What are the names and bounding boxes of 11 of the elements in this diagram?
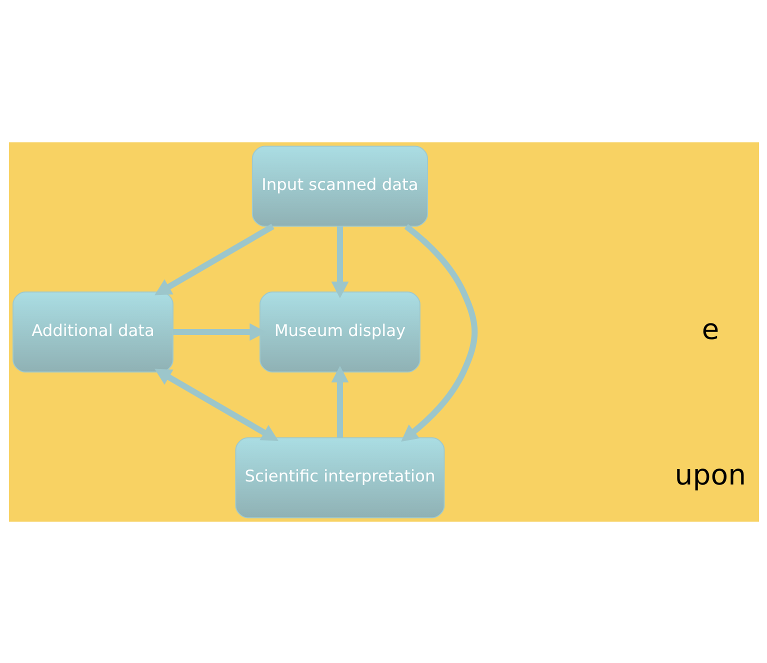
arrow [154, 223, 274, 295]
node-box: Scientific interpretation [234, 436, 444, 518]
label: e [701, 312, 719, 346]
node-box: Input scanned data [251, 145, 428, 226]
label: upon [674, 458, 746, 492]
arrow [400, 223, 478, 442]
arrow [154, 368, 278, 440]
arrow [330, 365, 348, 437]
node-box: Museum display [259, 291, 420, 372]
node-box: Additional data [12, 291, 173, 372]
arrow [330, 226, 348, 298]
